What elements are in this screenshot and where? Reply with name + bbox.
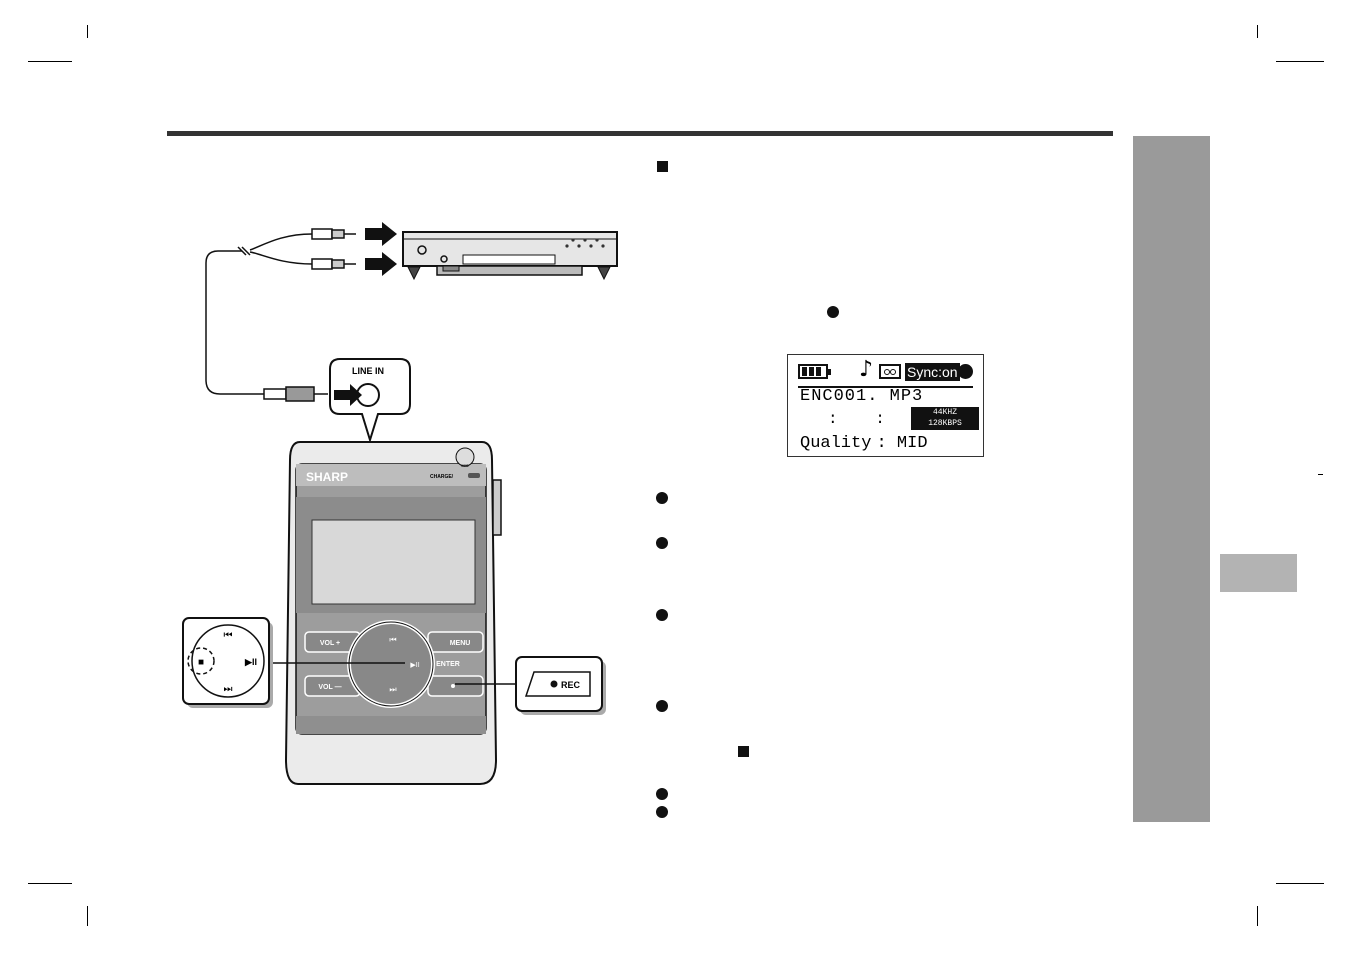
audio-cable — [205, 233, 313, 395]
vol-plus-button: VOL + — [320, 640, 340, 647]
crop-mark — [87, 25, 88, 38]
mic-label: MIC — [461, 463, 468, 468]
dial-play-icon: ▶II — [244, 657, 257, 667]
cd-player — [402, 231, 618, 281]
list-bullet — [656, 537, 668, 549]
rca-plugs — [311, 228, 356, 270]
dial-prev-icon: ⏮ — [224, 630, 233, 641]
filename: ENC001. MP3 — [800, 387, 924, 406]
side-tab — [1133, 136, 1210, 822]
sample-rate: 44KHZ — [932, 408, 957, 417]
divider — [798, 386, 973, 388]
stop-symbol — [738, 746, 749, 757]
elapsed-time: : : — [828, 410, 899, 428]
brand-logo: SHARP — [306, 470, 348, 484]
rec-button-label: REC — [561, 680, 581, 690]
player-device: SHARP CHARGE/ MIC VOL + VOL — MENU ENTER… — [284, 441, 502, 785]
battery-icon — [798, 364, 831, 379]
center-mark — [1318, 474, 1323, 475]
status-row: ♪ Sync:on — [796, 357, 977, 383]
mini-plug — [263, 386, 328, 402]
list-bullet — [656, 700, 668, 712]
rec-callout: REC — [515, 656, 606, 715]
list-bullet — [656, 788, 668, 800]
device-play-icon: ▶II — [410, 662, 419, 669]
arrow-icon — [365, 252, 397, 276]
dial-callout: ⏮ ▶II ⏭ ■ — [182, 617, 273, 708]
crop-mark — [1257, 906, 1258, 926]
vol-minus-button: VOL — — [318, 684, 341, 691]
section-tab — [1220, 554, 1297, 592]
device-prev-icon: ⏮ — [389, 635, 396, 644]
header-rule — [167, 131, 1113, 136]
list-bullet — [656, 492, 668, 504]
line-in-callout: LINE IN — [329, 358, 411, 444]
arrow-icon — [365, 222, 397, 246]
tape-icon — [879, 364, 901, 379]
record-symbol — [827, 306, 839, 318]
list-bullet — [656, 609, 668, 621]
stop-icon: ■ — [198, 657, 204, 668]
lcd-display: ♪ Sync:on ENC001. MP3 : : 44KHZ 128KBPS … — [787, 354, 984, 457]
crop-mark — [1276, 883, 1324, 884]
quality-setting: Quality : MID — [800, 434, 928, 453]
crop-mark — [1257, 25, 1258, 38]
rate-badge: 44KHZ 128KBPS — [911, 407, 979, 430]
section-bullet — [657, 161, 668, 172]
crop-mark — [28, 883, 72, 884]
dial-next-icon: ⏭ — [224, 684, 233, 695]
crop-mark — [1276, 61, 1324, 62]
music-note-icon: ♪ — [859, 357, 874, 382]
sync-status: Sync:on — [905, 363, 960, 381]
list-bullet — [656, 806, 668, 818]
record-indicator-icon — [958, 364, 973, 379]
enter-label: ENTER — [436, 661, 460, 668]
charge-label: CHARGE/ — [430, 474, 454, 480]
crop-mark — [87, 906, 88, 926]
device-next-icon: ⏭ — [389, 685, 396, 694]
arrow-icon — [334, 384, 362, 406]
bit-rate: 128KBPS — [928, 419, 962, 428]
menu-button: MENU — [450, 640, 471, 647]
crop-mark — [28, 61, 72, 62]
line-in-label: LINE IN — [352, 366, 384, 376]
